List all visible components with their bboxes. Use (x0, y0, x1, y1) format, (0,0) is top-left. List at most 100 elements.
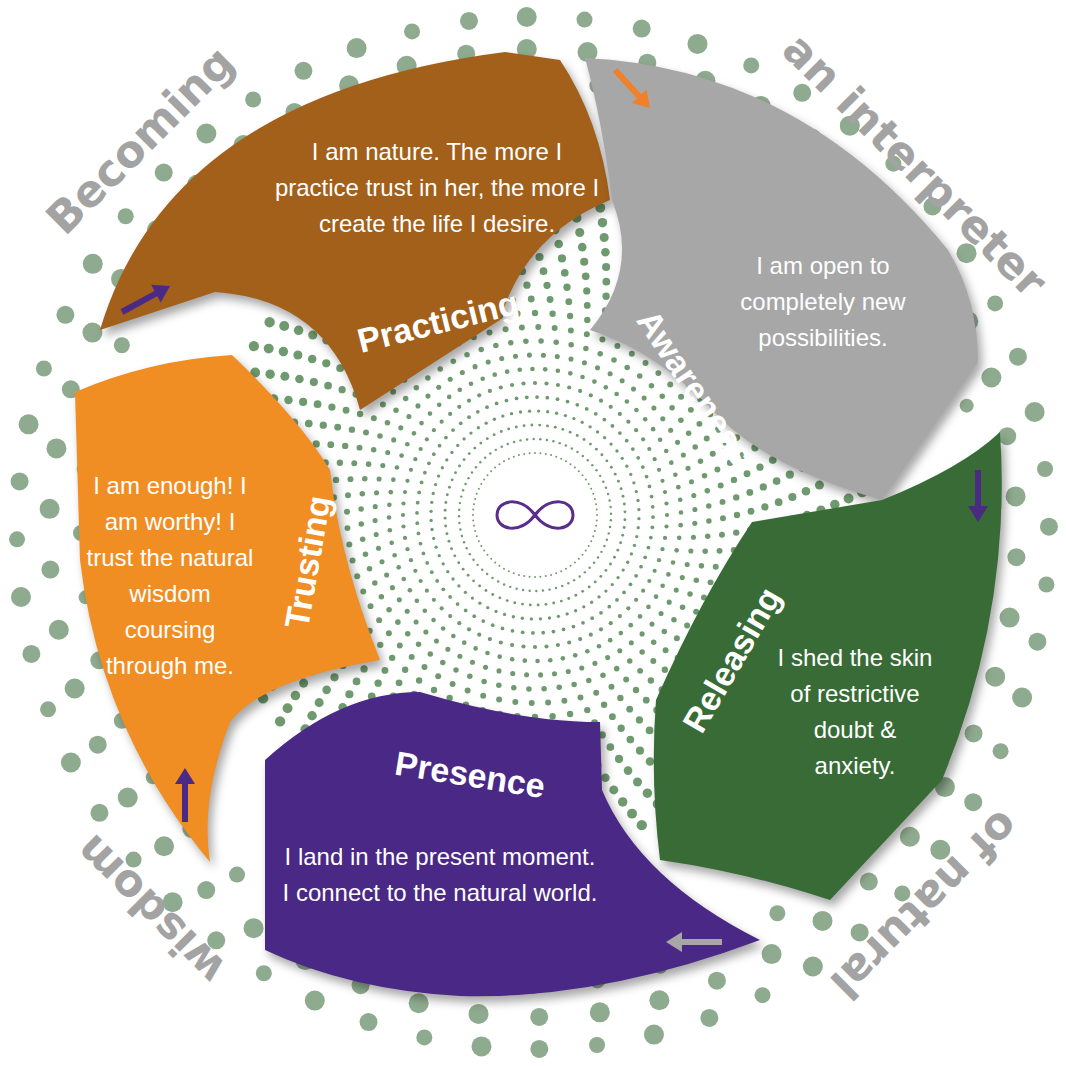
dot (540, 267, 548, 275)
dot (649, 383, 655, 389)
dot (634, 574, 638, 578)
dot (600, 453, 603, 456)
dot (669, 405, 675, 411)
dot (553, 340, 559, 346)
dot (604, 589, 607, 592)
dot (568, 357, 573, 362)
dot (636, 716, 643, 723)
dot (594, 580, 597, 583)
dot (585, 550, 587, 552)
dot (399, 453, 404, 458)
dot (338, 386, 345, 393)
dot (691, 493, 696, 498)
dot (448, 412, 452, 416)
dot (65, 678, 85, 698)
dot (597, 351, 603, 357)
dot (467, 627, 471, 631)
dot (626, 606, 630, 610)
dot (382, 667, 389, 674)
dot (472, 514, 474, 516)
dot (458, 465, 461, 468)
dot (471, 1036, 491, 1056)
dot (346, 541, 352, 547)
dot (118, 788, 138, 808)
dot (464, 352, 470, 358)
dot (513, 572, 515, 574)
dot (746, 489, 753, 496)
dot (545, 453, 547, 455)
dot (480, 545, 482, 547)
dot (708, 972, 726, 990)
dot (283, 703, 293, 713)
dot (595, 469, 597, 471)
dot (425, 375, 431, 381)
dot (585, 649, 590, 654)
dot (539, 617, 542, 620)
dot (425, 437, 429, 441)
dot (465, 688, 471, 694)
dot (566, 400, 570, 404)
dot (509, 586, 511, 588)
dot (595, 525, 597, 527)
dot (634, 428, 638, 432)
dot (506, 599, 509, 602)
dot (530, 424, 533, 427)
segment-shape (70, 350, 385, 865)
dot (552, 325, 558, 331)
dot (419, 542, 423, 546)
dot (40, 499, 60, 519)
dot (748, 508, 755, 515)
cycle-segment: PresenceI land in the present moment. I … (260, 685, 765, 1000)
dot (1009, 348, 1027, 366)
dot (486, 606, 489, 609)
dot (459, 528, 461, 530)
dot (637, 517, 640, 520)
dot (434, 639, 439, 644)
dot (664, 449, 669, 454)
dot (343, 407, 350, 414)
dot (229, 867, 245, 883)
flow-arrow (975, 470, 981, 510)
dot (440, 420, 444, 424)
dot (649, 622, 654, 627)
dot (614, 343, 620, 349)
dot (11, 587, 31, 607)
dot (476, 564, 478, 566)
dot (589, 443, 592, 446)
dot (510, 657, 515, 662)
dot (629, 640, 634, 645)
dot (451, 359, 457, 365)
dot (535, 253, 543, 261)
dot (386, 607, 392, 613)
dot (567, 640, 571, 644)
dot (507, 443, 509, 445)
dot (468, 452, 471, 455)
dot (545, 396, 549, 400)
dot (550, 454, 552, 456)
dot (432, 452, 436, 456)
dot (476, 493, 478, 495)
dot (700, 1009, 718, 1027)
dot (592, 535, 594, 537)
dot (484, 456, 486, 458)
dot (472, 579, 475, 582)
dot (659, 611, 664, 616)
dot (691, 535, 696, 540)
dot (599, 475, 601, 477)
dot (636, 499, 639, 502)
dot (614, 392, 619, 397)
dot (599, 611, 603, 615)
dot (415, 403, 420, 408)
dot (284, 396, 293, 405)
dot (583, 438, 586, 441)
dot (299, 679, 308, 688)
dot (487, 330, 493, 336)
dot (596, 430, 599, 433)
dot (567, 597, 570, 600)
dot (608, 638, 613, 643)
dot (360, 1013, 378, 1031)
dot (507, 427, 510, 430)
dot (561, 428, 564, 431)
dot (279, 347, 288, 356)
dot (457, 405, 461, 409)
